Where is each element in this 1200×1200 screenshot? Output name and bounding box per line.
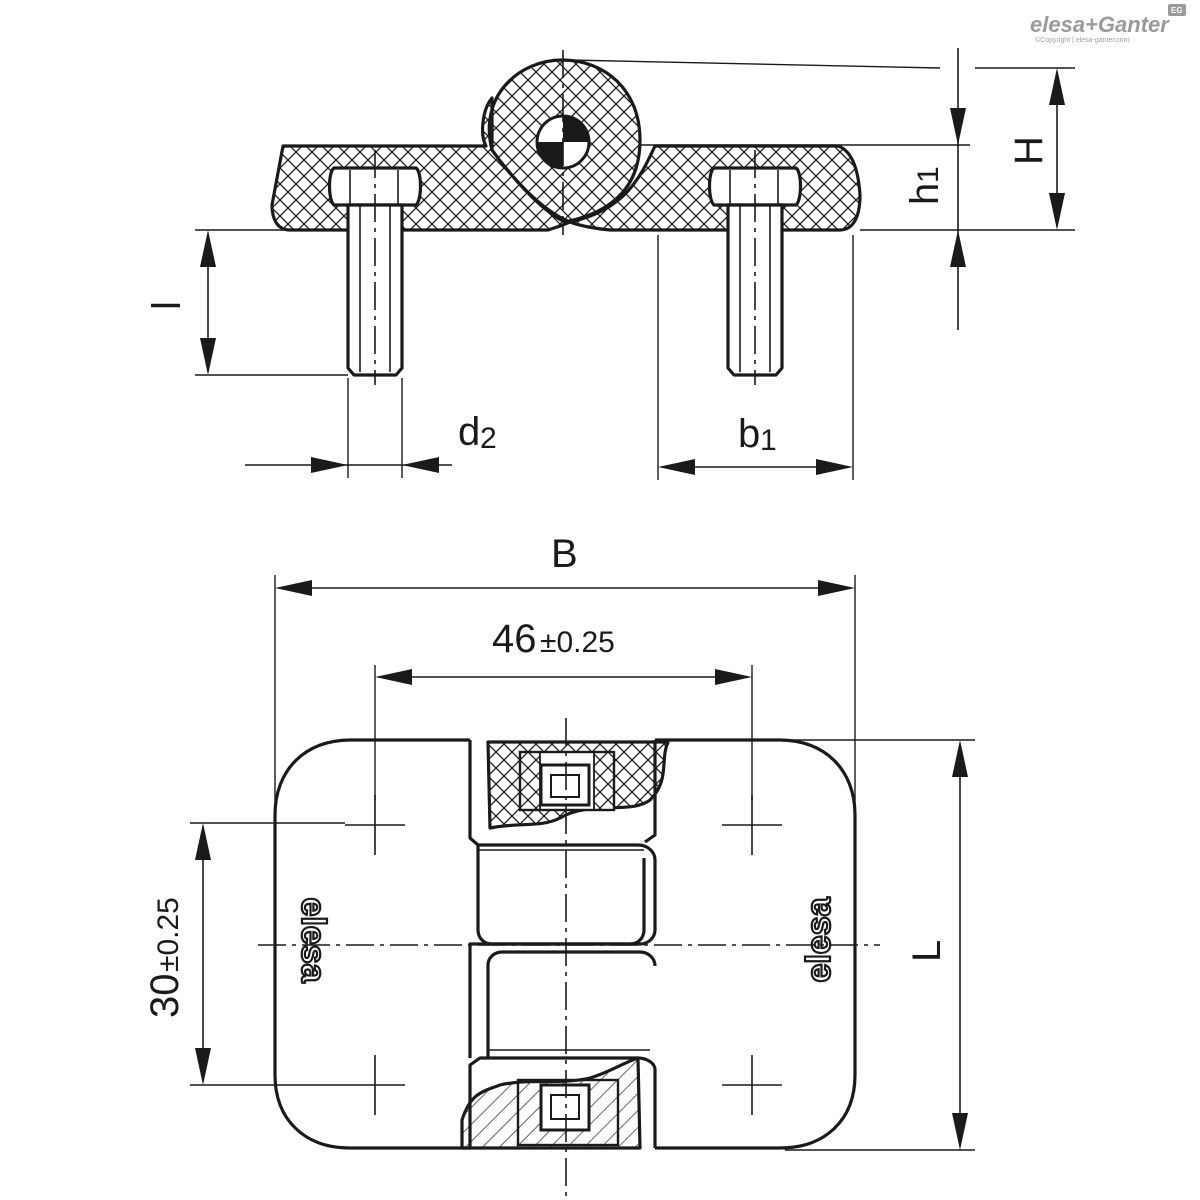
left-leaf-outline [273,738,657,1150]
side-view: h 1 H l d 2 b [145,48,1075,480]
left-embossed-logo: elesa [294,897,332,983]
brand-logo: elesa+Ganter ©Copyright | elesa-ganter.c… [1030,4,1186,44]
knuckle-tongue-lower [486,950,657,1058]
dimension-B: B [275,532,855,596]
brand-logo-text: elesa+Ganter [1030,12,1170,37]
dimension-pitch-30: 30 ±0.25 [143,823,211,1085]
upper-screw-square [539,763,591,807]
knuckle-tongue-upper [476,845,646,946]
b1-label: b [738,412,760,456]
B-label: B [551,532,578,576]
L-label: L [905,940,949,962]
h1-label: h [903,183,947,205]
dimension-d2: d 2 [245,410,497,473]
pitch-x-value: 46 [492,617,537,661]
d2-label: d [458,410,480,454]
dimension-L: L [905,740,968,1150]
l-label: l [145,301,189,310]
top-view: elesa elesa B [143,532,975,1200]
dimension-H: H [1007,68,1065,230]
dimension-b1: b 1 [658,412,853,475]
brand-badge [1168,4,1186,16]
pitch-y-tolerance: ±0.25 [152,897,185,972]
right-embossed-logo: elesa [800,896,838,982]
dimension-l: l [145,230,216,375]
pitch-y-value: 30 [143,974,187,1019]
h1-subscript: 1 [912,166,945,183]
dimension-h1: h 1 [903,48,966,330]
d2-subscript: 2 [480,422,497,455]
brand-badge-text: EG [1171,6,1183,15]
H-label: H [1007,136,1051,165]
lower-screw-square [539,1083,591,1132]
copyright-text: ©Copyright | elesa-ganter.com [1035,36,1130,44]
b1-subscript: 1 [760,424,777,457]
hole-crosses [345,795,782,1115]
pitch-x-tolerance: ±0.25 [540,626,615,659]
dimension-pitch-46: 46 ±0.25 [375,617,752,685]
